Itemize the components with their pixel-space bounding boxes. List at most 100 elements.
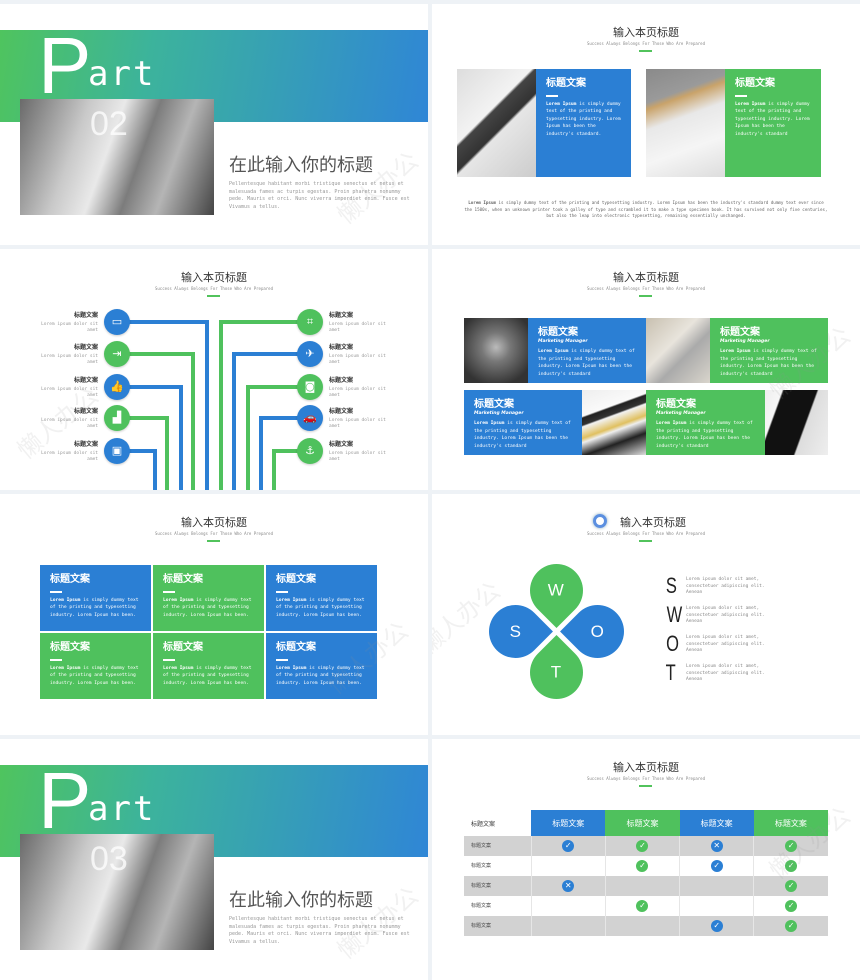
- swot-letter: S: [665, 573, 677, 598]
- icon-circle[interactable]: 👍: [104, 374, 130, 400]
- footer-bold: Lorem Ipsum: [468, 200, 496, 205]
- petal-letter: O: [590, 621, 605, 641]
- table-cell: [679, 876, 754, 896]
- camera-icon: ◙: [304, 380, 316, 393]
- table-row: 标题文案✕✓: [464, 876, 828, 896]
- table-cell: ✓: [604, 836, 680, 856]
- card-title: 标题文案: [276, 574, 316, 585]
- cross-icon: ✕: [562, 880, 575, 893]
- card-body: Lorem Ipsum is simply dummy text of the …: [276, 665, 367, 688]
- part-big-letter: P: [38, 756, 92, 845]
- icon-circle[interactable]: ✈: [297, 341, 323, 367]
- page-subtitle: Success Always Belongs For Those Who Are…: [586, 776, 705, 781]
- swot-letter: W: [666, 602, 683, 627]
- icon-circle[interactable]: ⌗: [297, 309, 323, 335]
- crop-icon: ⌗: [306, 315, 314, 328]
- table-cell: ✓: [753, 896, 828, 916]
- card-body-text: is simply dummy text of the printing and…: [163, 665, 252, 686]
- part-word: art: [88, 789, 156, 829]
- check-icon: ✓: [785, 860, 798, 873]
- part-big-letter: P: [38, 21, 92, 110]
- column-header[interactable]: 标题文案: [753, 810, 828, 836]
- table-cell: ✓: [753, 856, 828, 876]
- connector-line: [219, 320, 310, 490]
- page-subtitle: Success Always Belongs For Those Who Are…: [154, 286, 273, 291]
- petal-letter: T: [551, 662, 562, 682]
- card-body: Lorem Ipsum is simply dummy text of the …: [50, 597, 141, 620]
- table-row: 标题文案✓✓: [464, 916, 828, 936]
- check-icon: ✓: [785, 900, 798, 913]
- section-body: Pellentesque habitant morbi tristique se…: [229, 916, 410, 945]
- icon-circle[interactable]: ⇥: [104, 341, 130, 367]
- icon-circle[interactable]: ▣: [104, 438, 130, 464]
- table-cell: [679, 896, 754, 916]
- card-body: Lorem Ipsum is simply dummy text of the …: [656, 420, 755, 450]
- laptop-icon: ▭: [111, 315, 123, 328]
- city-photo: [20, 99, 214, 215]
- column-header[interactable]: 标题文案: [679, 810, 754, 836]
- card-title: 标题文案: [474, 399, 514, 410]
- item-text: Lorem ipsum dolor sit amet: [41, 451, 98, 462]
- card-body-text: is simply dummy text of the printing and…: [546, 101, 621, 137]
- check-icon: ✓: [636, 900, 649, 913]
- card-body: Lorem Ipsum is simply dummy text of the …: [735, 101, 811, 139]
- icon-circle[interactable]: ⚓: [297, 438, 323, 464]
- icon-circle[interactable]: ◙: [297, 374, 323, 400]
- card-title: 标题文案: [656, 399, 696, 410]
- card-title: 标题文案: [50, 574, 90, 585]
- check-icon: ✓: [636, 860, 649, 873]
- slide-image-cards[interactable]: Lorem Ipsum is simply dummy text of the …: [432, 4, 860, 245]
- card-body-text: is simply dummy text of the printing and…: [474, 421, 571, 449]
- laptop-photo: [464, 318, 528, 383]
- card-body-text: is simply dummy text of the printing and…: [163, 597, 252, 618]
- table-header-row: 标题文案标题文案标题文案标题文案标题文案: [464, 810, 828, 836]
- text-card[interactable]: 标题文案 Lorem Ipsum is simply dummy text of …: [40, 565, 151, 631]
- card-role: Marketing Manager: [656, 411, 706, 416]
- icon-circle[interactable]: ▟: [104, 405, 130, 431]
- card-body-text: is simply dummy text of the printing and…: [276, 665, 365, 686]
- page-title: 输入本页标题: [613, 271, 679, 284]
- table-cell: [604, 916, 680, 936]
- card-body-bold: Lorem Ipsum: [720, 349, 751, 354]
- table-row: 标题文案✓✓✓: [464, 856, 828, 876]
- card-title: 标题文案: [735, 78, 775, 89]
- row-label: 标题文案: [471, 923, 492, 929]
- card-body-bold: Lorem Ipsum: [546, 101, 577, 107]
- card-body-bold: Lorem Ipsum: [276, 665, 307, 671]
- card-body-text: is simply dummy text of the printing and…: [50, 665, 139, 686]
- icon-circle[interactable]: 🚗: [297, 405, 323, 431]
- table-cell: ✕: [530, 876, 606, 896]
- connector-line: [232, 352, 310, 490]
- card-divider: [546, 95, 558, 97]
- icon-circle[interactable]: ▭: [104, 309, 130, 335]
- card-body-text: is simply dummy text of the printing and…: [276, 597, 365, 618]
- title-underline: [207, 540, 220, 542]
- column-header[interactable]: 标题文案: [605, 810, 680, 836]
- petal-letter: W: [548, 580, 565, 600]
- card-divider: [276, 591, 288, 593]
- table-cell: ✓: [604, 856, 680, 876]
- column-header[interactable]: 标题文案: [531, 810, 606, 836]
- item-title: 标题文案: [73, 377, 98, 384]
- part-word: art: [88, 54, 156, 94]
- ring-logo-icon: [593, 514, 607, 528]
- text-card[interactable]: 标题文案 Lorem Ipsum is simply dummy text of …: [725, 69, 821, 177]
- card-body-text: is simply dummy text of the printing and…: [50, 597, 139, 618]
